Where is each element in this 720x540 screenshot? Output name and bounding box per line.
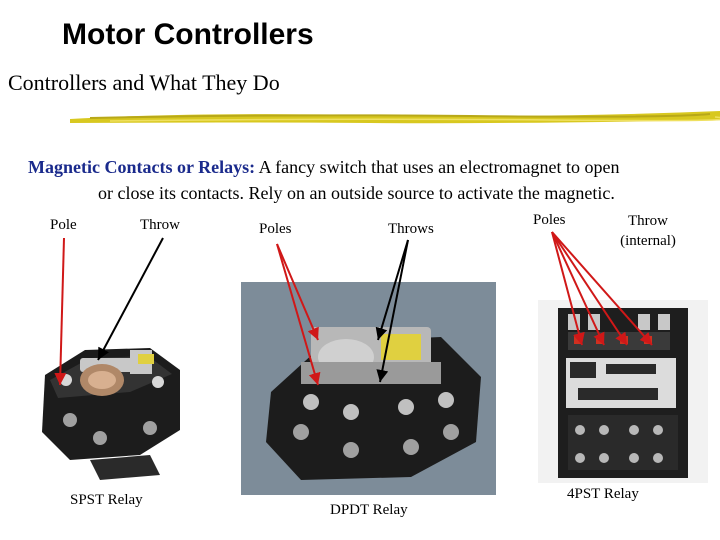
spst-caption: SPST Relay bbox=[70, 492, 143, 508]
4pst-throw-sublabel: (internal) bbox=[620, 233, 676, 249]
intro-paragraph: Magnetic Contacts or Relays: A fancy swi… bbox=[28, 154, 708, 206]
spst-throw-label: Throw bbox=[140, 217, 180, 233]
intro-line1: A fancy switch that uses an electromagne… bbox=[255, 157, 620, 177]
page-title: Motor Controllers bbox=[62, 18, 314, 51]
4pst-poles-label: Poles bbox=[533, 212, 566, 228]
dpdt-throws-label: Throws bbox=[388, 221, 434, 237]
spst-relay-image bbox=[30, 320, 220, 490]
dpdt-caption: DPDT Relay bbox=[330, 502, 408, 518]
dpdt-poles-label: Poles bbox=[259, 221, 292, 237]
spst-pole-label: Pole bbox=[50, 217, 77, 233]
dpdt-relay-image bbox=[241, 282, 496, 495]
accent-brush-rule bbox=[70, 111, 720, 124]
4pst-caption: 4PST Relay bbox=[567, 486, 639, 502]
intro-lead: Magnetic Contacts or Relays: bbox=[28, 157, 256, 177]
page-subtitle: Controllers and What They Do bbox=[8, 70, 280, 95]
4pst-relay-image bbox=[538, 300, 708, 483]
4pst-throw-label: Throw bbox=[628, 213, 668, 229]
intro-line2: or close its contacts. Rely on an outsid… bbox=[98, 183, 615, 203]
